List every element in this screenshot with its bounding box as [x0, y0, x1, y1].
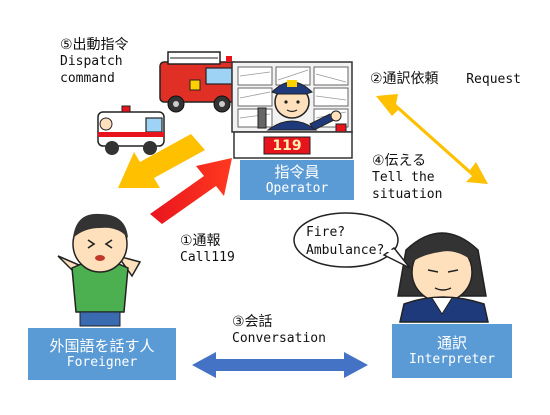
ambulance-icon	[97, 105, 165, 155]
interpreter-box: 通訳 Interpreter	[392, 324, 512, 378]
foreigner-label-en: Foreigner	[66, 355, 138, 371]
emergency-number-label: 119	[272, 138, 302, 154]
speech-bubble-line-2: Ambulance?	[306, 242, 385, 258]
call-step-title: ①通報	[180, 233, 221, 249]
request-step-title: ②通訳依頼	[370, 71, 439, 87]
request-tell-arrow	[376, 94, 488, 184]
speech-bubble	[293, 212, 411, 269]
foreigner-box: 外国語を話す人 Foreigner	[28, 328, 176, 380]
conversation-step-title: ③会話	[232, 314, 273, 330]
request-step-label: ②通訳依頼 Request	[370, 70, 521, 89]
foreigner-label-jp: 外国語を話す人	[49, 336, 155, 355]
operator-box: 指令員 Operator	[240, 160, 354, 200]
call-step-label: ①通報 Call119	[180, 232, 235, 267]
interpreter-label-jp: 通訳	[436, 333, 467, 352]
tell-step-label: ④伝える Tell the situation	[372, 152, 442, 204]
tell-step-title: ④伝える	[372, 153, 427, 169]
tell-step-en-1: Tell the	[372, 170, 435, 186]
operator-label-en: Operator	[265, 181, 329, 197]
interpreter-figure-icon	[397, 232, 489, 323]
operator-console	[231, 61, 353, 159]
call-arrow	[150, 158, 232, 224]
dispatch-arrow	[118, 134, 205, 188]
request-step-en: Request	[466, 72, 522, 87]
conversation-step-label: ③会話 Conversation	[232, 313, 326, 348]
speech-bubble-text: Fire? Ambulance?	[306, 224, 384, 259]
call-step-en: Call119	[180, 250, 235, 266]
fire-truck-icon	[159, 51, 239, 113]
dispatch-step-en-2: command	[60, 71, 115, 87]
speech-bubble-line-1: Fire?	[306, 225, 346, 240]
conversation-arrow	[192, 352, 368, 378]
operator-label-jp: 指令員	[274, 162, 320, 181]
foreigner-figure-icon	[57, 213, 142, 327]
dispatch-step-en-1: Dispatch	[60, 54, 123, 70]
conversation-step-en: Conversation	[232, 331, 326, 347]
tell-step-en-2: situation	[372, 187, 443, 203]
interpreter-label-en: Interpreter	[408, 352, 496, 368]
dispatch-step-title: ⑤出動指令	[60, 37, 129, 53]
dispatch-step-label: ⑤出動指令 Dispatch command	[60, 36, 129, 88]
